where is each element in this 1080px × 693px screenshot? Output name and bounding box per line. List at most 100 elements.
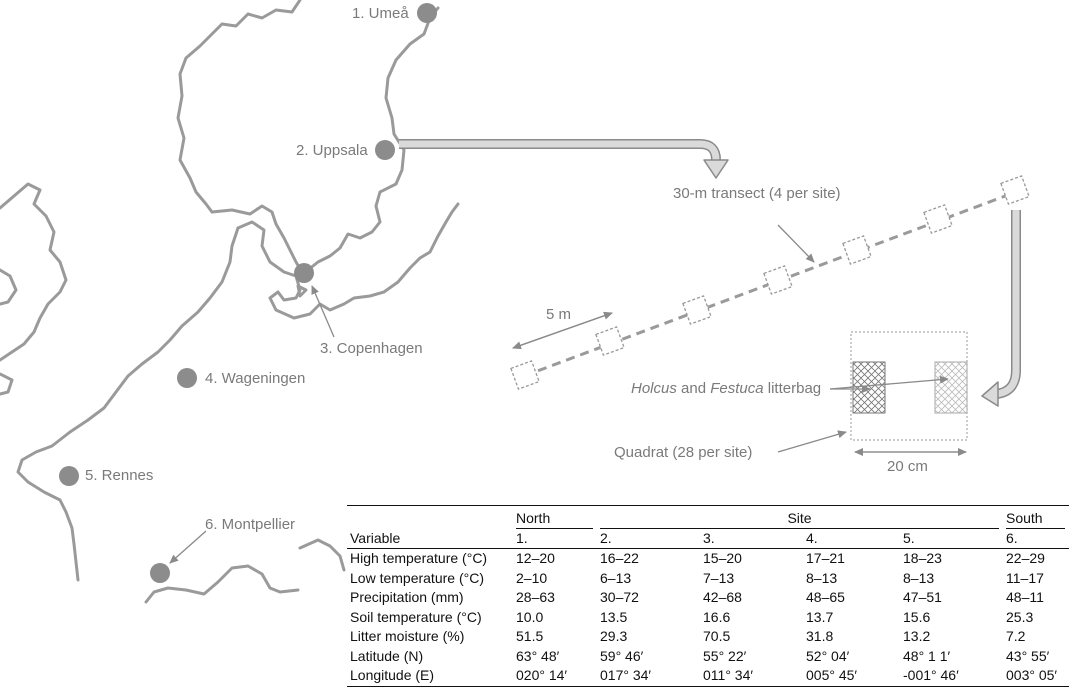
transect-quadrat bbox=[842, 235, 872, 265]
north-label: North bbox=[516, 509, 593, 529]
site-markers bbox=[59, 3, 437, 583]
site-label-rennes: 5. Rennes bbox=[85, 467, 154, 484]
site-number: 5. bbox=[900, 529, 1003, 549]
table-cell-value: 6–13 bbox=[600, 569, 632, 586]
site-label-montpellier: 6. Montpellier bbox=[205, 516, 296, 533]
table-cell-variable: Longitude (E) bbox=[347, 666, 513, 687]
table-cell-value: 10.0 bbox=[516, 608, 544, 625]
table-cell-value: 003° 05′ bbox=[1003, 666, 1069, 687]
site-label-copenhagen: 3. Copenhagen bbox=[320, 340, 423, 357]
table-cell-value: 31.8 bbox=[806, 628, 834, 644]
table-header-north: North bbox=[513, 505, 597, 529]
table-cell-value: 15.6 bbox=[903, 608, 931, 625]
litterbag-leader-2 bbox=[829, 375, 949, 390]
transect-quadrat bbox=[1000, 175, 1030, 205]
litterbag-and: and bbox=[676, 380, 711, 397]
table-cell-value: 13.7 bbox=[806, 608, 834, 625]
table-cell-value: 70.5 bbox=[703, 628, 731, 644]
table-cell-value: 47–51 bbox=[903, 589, 942, 605]
site-dot-rennes bbox=[59, 466, 79, 486]
table-cell-variable: Litter moisture (%) bbox=[350, 628, 465, 644]
uppsala-to-transect-arrow bbox=[399, 139, 729, 179]
table-cell-value: 25.3 bbox=[1006, 608, 1034, 625]
litterbag-suffix: litterbag bbox=[763, 380, 822, 397]
site-label: Site bbox=[600, 509, 999, 529]
quadrat-label: Quadrat (28 per site) bbox=[614, 444, 753, 461]
table-cell-variable: Low temperature (°C) bbox=[350, 569, 484, 586]
litterbag-holcus bbox=[852, 361, 886, 414]
table-cell-value: 15–20 bbox=[703, 550, 742, 566]
table-row: Latitude (N) 63° 48′ 59° 46′ 55° 22′ 52° 04′… bbox=[347, 647, 1069, 667]
table-cell-value: 48° 1 1′ bbox=[903, 647, 951, 664]
table-cell-value: 12–20 bbox=[516, 550, 555, 566]
table-header-row-1: North Site South bbox=[347, 505, 1069, 529]
site-number: 1. bbox=[513, 529, 597, 549]
transect-quadrat bbox=[763, 265, 793, 295]
table-cell-value: 8–13 bbox=[806, 569, 838, 586]
site-climate-table: North Site South Variable 1. 2. 3. 4. 5.… bbox=[347, 505, 1069, 687]
transect-quadrat bbox=[510, 360, 540, 390]
table-cell-value: 7–13 bbox=[703, 569, 735, 586]
spacing-arrow bbox=[512, 311, 613, 350]
table-cell-value: 59° 46′ bbox=[600, 647, 644, 664]
table-cell-value: 63° 48′ bbox=[516, 647, 560, 664]
table-cell-value: 011° 34′ bbox=[700, 666, 803, 687]
site-dot-montpellier bbox=[150, 563, 170, 583]
site-dot-umea bbox=[417, 3, 437, 23]
table-cell-value: 42–68 bbox=[703, 589, 742, 605]
transect-quadrat bbox=[595, 326, 625, 356]
transect-label: 30-m transect (4 per site) bbox=[673, 185, 841, 202]
copenhagen-leader-arrow bbox=[311, 285, 335, 338]
table-cell-value: 13.5 bbox=[600, 608, 628, 625]
quadrat-size-label: 20 cm bbox=[887, 458, 928, 475]
table-cell-variable: Precipitation (mm) bbox=[350, 589, 464, 605]
site-dot-wageningen bbox=[177, 368, 197, 388]
table-cell-value: 30–72 bbox=[600, 589, 639, 605]
table-row: Precipitation (mm) 28–63 30–72 42–68 48–65 47… bbox=[347, 588, 1069, 608]
table-cell-value: 29.3 bbox=[600, 628, 628, 644]
table-cell-value: 48–65 bbox=[806, 589, 845, 605]
table-header-south: South bbox=[1003, 505, 1069, 529]
site-dot-copenhagen bbox=[294, 263, 314, 283]
table-cell-value: 16–22 bbox=[600, 550, 639, 566]
table-cell-value: -001° 46′ bbox=[900, 666, 1003, 687]
table-cell-value: 020° 14′ bbox=[513, 666, 597, 687]
litterbag-species-2: Festuca bbox=[710, 380, 764, 397]
table-row: Soil temperature (°C) 10.0 13.5 16.6 13.7 15.… bbox=[347, 608, 1069, 628]
table-cell-value: 17–21 bbox=[806, 550, 845, 566]
table-header-blank bbox=[347, 505, 513, 529]
table-cell-value: 017° 34′ bbox=[597, 666, 700, 687]
table-cell-value: 48–11 bbox=[1006, 589, 1044, 605]
table-cell-value: 22–29 bbox=[1006, 550, 1045, 566]
table-header-row-2: Variable 1. 2. 3. 4. 5. 6. bbox=[347, 529, 1069, 549]
table-cell-value: 7.2 bbox=[1006, 628, 1026, 644]
litterbag-festuca bbox=[934, 361, 968, 414]
table-cell-value: 8–13 bbox=[903, 569, 935, 586]
transect-quadrat bbox=[923, 204, 953, 234]
site-dot-uppsala bbox=[375, 140, 395, 160]
table-cell-variable: Soil temperature (°C) bbox=[350, 608, 482, 625]
montpellier-leader-arrow bbox=[169, 530, 207, 564]
table-cell-value: 52° 04′ bbox=[806, 647, 850, 664]
table-row: Longitude (E)020° 14′017° 34′011° 34′005… bbox=[347, 666, 1069, 687]
table-cell-value: 005° 45′ bbox=[803, 666, 900, 687]
table-cell-value: 28–63 bbox=[516, 589, 555, 605]
table-cell-variable: Latitude (N) bbox=[350, 647, 424, 664]
table-cell-value: 18–23 bbox=[903, 550, 942, 566]
transect-to-quadrat-arrow bbox=[981, 210, 1021, 407]
site-number: 2. bbox=[597, 529, 700, 549]
site-number: 4. bbox=[803, 529, 900, 549]
table-cell-value: 43° 55′ bbox=[1006, 647, 1050, 664]
table-header-site: Site bbox=[597, 505, 1003, 529]
litterbag-species-1: Holcus bbox=[631, 380, 677, 397]
table-cell-value: 13.2 bbox=[903, 628, 931, 644]
table-cell-value: 16.6 bbox=[703, 608, 731, 625]
table-cell-value: 11–17 bbox=[1006, 569, 1044, 586]
table-cell-value: 55° 22′ bbox=[703, 647, 747, 664]
site-number: 3. bbox=[700, 529, 803, 549]
